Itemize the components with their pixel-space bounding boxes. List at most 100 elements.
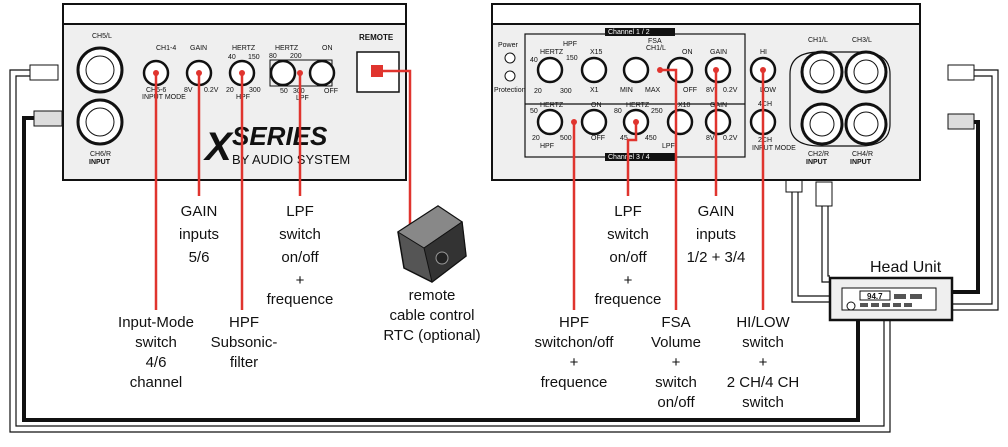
svg-text:150: 150 [566, 55, 578, 62]
hpf-switch-ch34[interactable] [580, 108, 608, 136]
head-unit: Head Unit 94.7 [828, 259, 954, 322]
svg-text:ON: ON [322, 45, 333, 52]
svg-text:INPUT MODE: INPUT MODE [752, 145, 796, 152]
svg-text:5/6: 5/6 [189, 249, 210, 266]
x10-switch[interactable] [666, 108, 694, 136]
svg-text:FSA: FSA [661, 314, 690, 331]
right-amp-panel: Power Protection Channel 1 / 2 Channel 3… [491, 3, 921, 181]
callout-input-mode: Input-Mode switch 4/6 channel [118, 314, 194, 391]
remote-controller [397, 205, 467, 283]
svg-text:+: + [759, 354, 768, 371]
svg-text:filter: filter [230, 354, 258, 371]
power-led [504, 52, 516, 64]
svg-text:cable control: cable control [389, 307, 474, 324]
radio-display: 94.7 [867, 292, 883, 301]
svg-text:GAIN: GAIN [710, 49, 727, 56]
svg-text:Channel 1 / 2: Channel 1 / 2 [608, 29, 650, 36]
callout-fsa: FSA Volume + switch on/off [651, 314, 701, 411]
svg-text:X15: X15 [590, 49, 603, 56]
svg-text:GAIN: GAIN [698, 203, 735, 220]
svg-text:40: 40 [530, 57, 538, 64]
svg-text:2 CH/4 CH: 2 CH/4 CH [727, 374, 800, 391]
brand-x: X [203, 125, 234, 169]
lpf-knob-left[interactable] [269, 59, 297, 87]
svg-text:Protection: Protection [494, 87, 526, 94]
svg-text:switch: switch [655, 374, 697, 391]
svg-text:switchon/off: switchon/off [535, 334, 615, 351]
svg-text:20: 20 [226, 87, 234, 94]
svg-text:switch: switch [742, 334, 784, 351]
ch6r-label: CH6/R [90, 151, 111, 158]
leader-lines [154, 68, 765, 310]
hpf-knob-ch12[interactable] [536, 56, 564, 84]
svg-text:80: 80 [269, 53, 277, 60]
svg-text:GAIN: GAIN [181, 203, 218, 220]
svg-text:8V: 8V [706, 135, 715, 142]
svg-text:frequence: frequence [595, 291, 662, 308]
svg-text:50: 50 [530, 108, 538, 115]
callout-hilow: HI/LOW switch + 2 CH/4 CH switch [727, 314, 800, 411]
svg-text:Power: Power [498, 42, 519, 49]
svg-text:300: 300 [249, 87, 261, 94]
svg-text:500: 500 [560, 135, 572, 142]
callout-lpf-left: LPF switch on/off + frequence [267, 203, 334, 308]
lpf-switch-left[interactable] [308, 59, 336, 87]
svg-text:LPF: LPF [296, 95, 309, 102]
svg-text:HPF: HPF [559, 314, 589, 331]
svg-text:Volume: Volume [651, 334, 701, 351]
svg-text:HPF: HPF [540, 143, 554, 150]
input-mode-label: INPUT MODE [142, 94, 186, 101]
svg-text:remote: remote [409, 287, 456, 304]
svg-text:HI: HI [760, 49, 767, 56]
svg-text:X1: X1 [590, 87, 599, 94]
callout-hpf-right: HPF switchon/off + frequence [535, 314, 615, 391]
svg-text:CH3/L: CH3/L [852, 37, 872, 44]
svg-text:20: 20 [534, 88, 542, 95]
gain-knob-ch34[interactable] [704, 108, 732, 136]
svg-text:INPUT: INPUT [850, 159, 872, 166]
svg-text:inputs: inputs [696, 226, 736, 243]
svg-text:HERTZ: HERTZ [626, 102, 650, 109]
svg-text:+: + [672, 354, 681, 371]
callout-lpf-right: LPF switch on/off + frequence [595, 203, 662, 308]
svg-text:+: + [570, 354, 579, 371]
svg-text:0.2V: 0.2V [723, 135, 738, 142]
svg-text:FSA: FSA [648, 38, 662, 45]
fsa-knob[interactable] [622, 56, 650, 84]
svg-text:LOW: LOW [760, 87, 776, 94]
brand-by: BY AUDIO SYSTEM [232, 152, 350, 167]
svg-text:150: 150 [248, 54, 260, 61]
svg-text:HERTZ: HERTZ [232, 45, 256, 52]
svg-text:on/off: on/off [281, 249, 319, 266]
svg-text:50: 50 [280, 88, 288, 95]
svg-text:Subsonic-: Subsonic- [211, 334, 278, 351]
hpf-knob-ch34[interactable] [536, 108, 564, 136]
protection-led [504, 70, 516, 82]
svg-text:CH1/L: CH1/L [646, 45, 666, 52]
input-label: INPUT [89, 159, 111, 166]
svg-text:HERTZ: HERTZ [275, 45, 299, 52]
svg-text:INPUT: INPUT [806, 159, 828, 166]
svg-text:4/6: 4/6 [146, 354, 167, 371]
svg-text:45: 45 [620, 135, 628, 142]
svg-text:20: 20 [532, 135, 540, 142]
svg-text:OFF: OFF [324, 88, 338, 95]
x15-switch[interactable] [580, 56, 608, 84]
svg-text:on/off: on/off [657, 394, 695, 411]
remote-label: REMOTE [359, 33, 394, 42]
svg-text:frequence: frequence [541, 374, 608, 391]
svg-text:0.2V: 0.2V [723, 87, 738, 94]
left-amp-panel: CH5/L CH6/R INPUT CH1-4 CH5-6 INPUT MODE… [62, 3, 407, 181]
svg-text:LPF: LPF [286, 203, 314, 220]
callout-gain-right: GAIN inputs 1/2 + 3/4 [687, 203, 746, 266]
svg-text:on/off: on/off [609, 249, 647, 266]
svg-text:CH2/R: CH2/R [808, 151, 829, 158]
mode-top-label: CH1-4 [156, 45, 176, 52]
svg-text:MAX: MAX [645, 87, 661, 94]
brand-series: SERIES [232, 121, 328, 151]
svg-text:RTC (optional): RTC (optional) [383, 327, 480, 344]
svg-text:OFF: OFF [683, 87, 697, 94]
ch5l-label: CH5/L [92, 33, 112, 40]
svg-text:80: 80 [614, 108, 622, 115]
